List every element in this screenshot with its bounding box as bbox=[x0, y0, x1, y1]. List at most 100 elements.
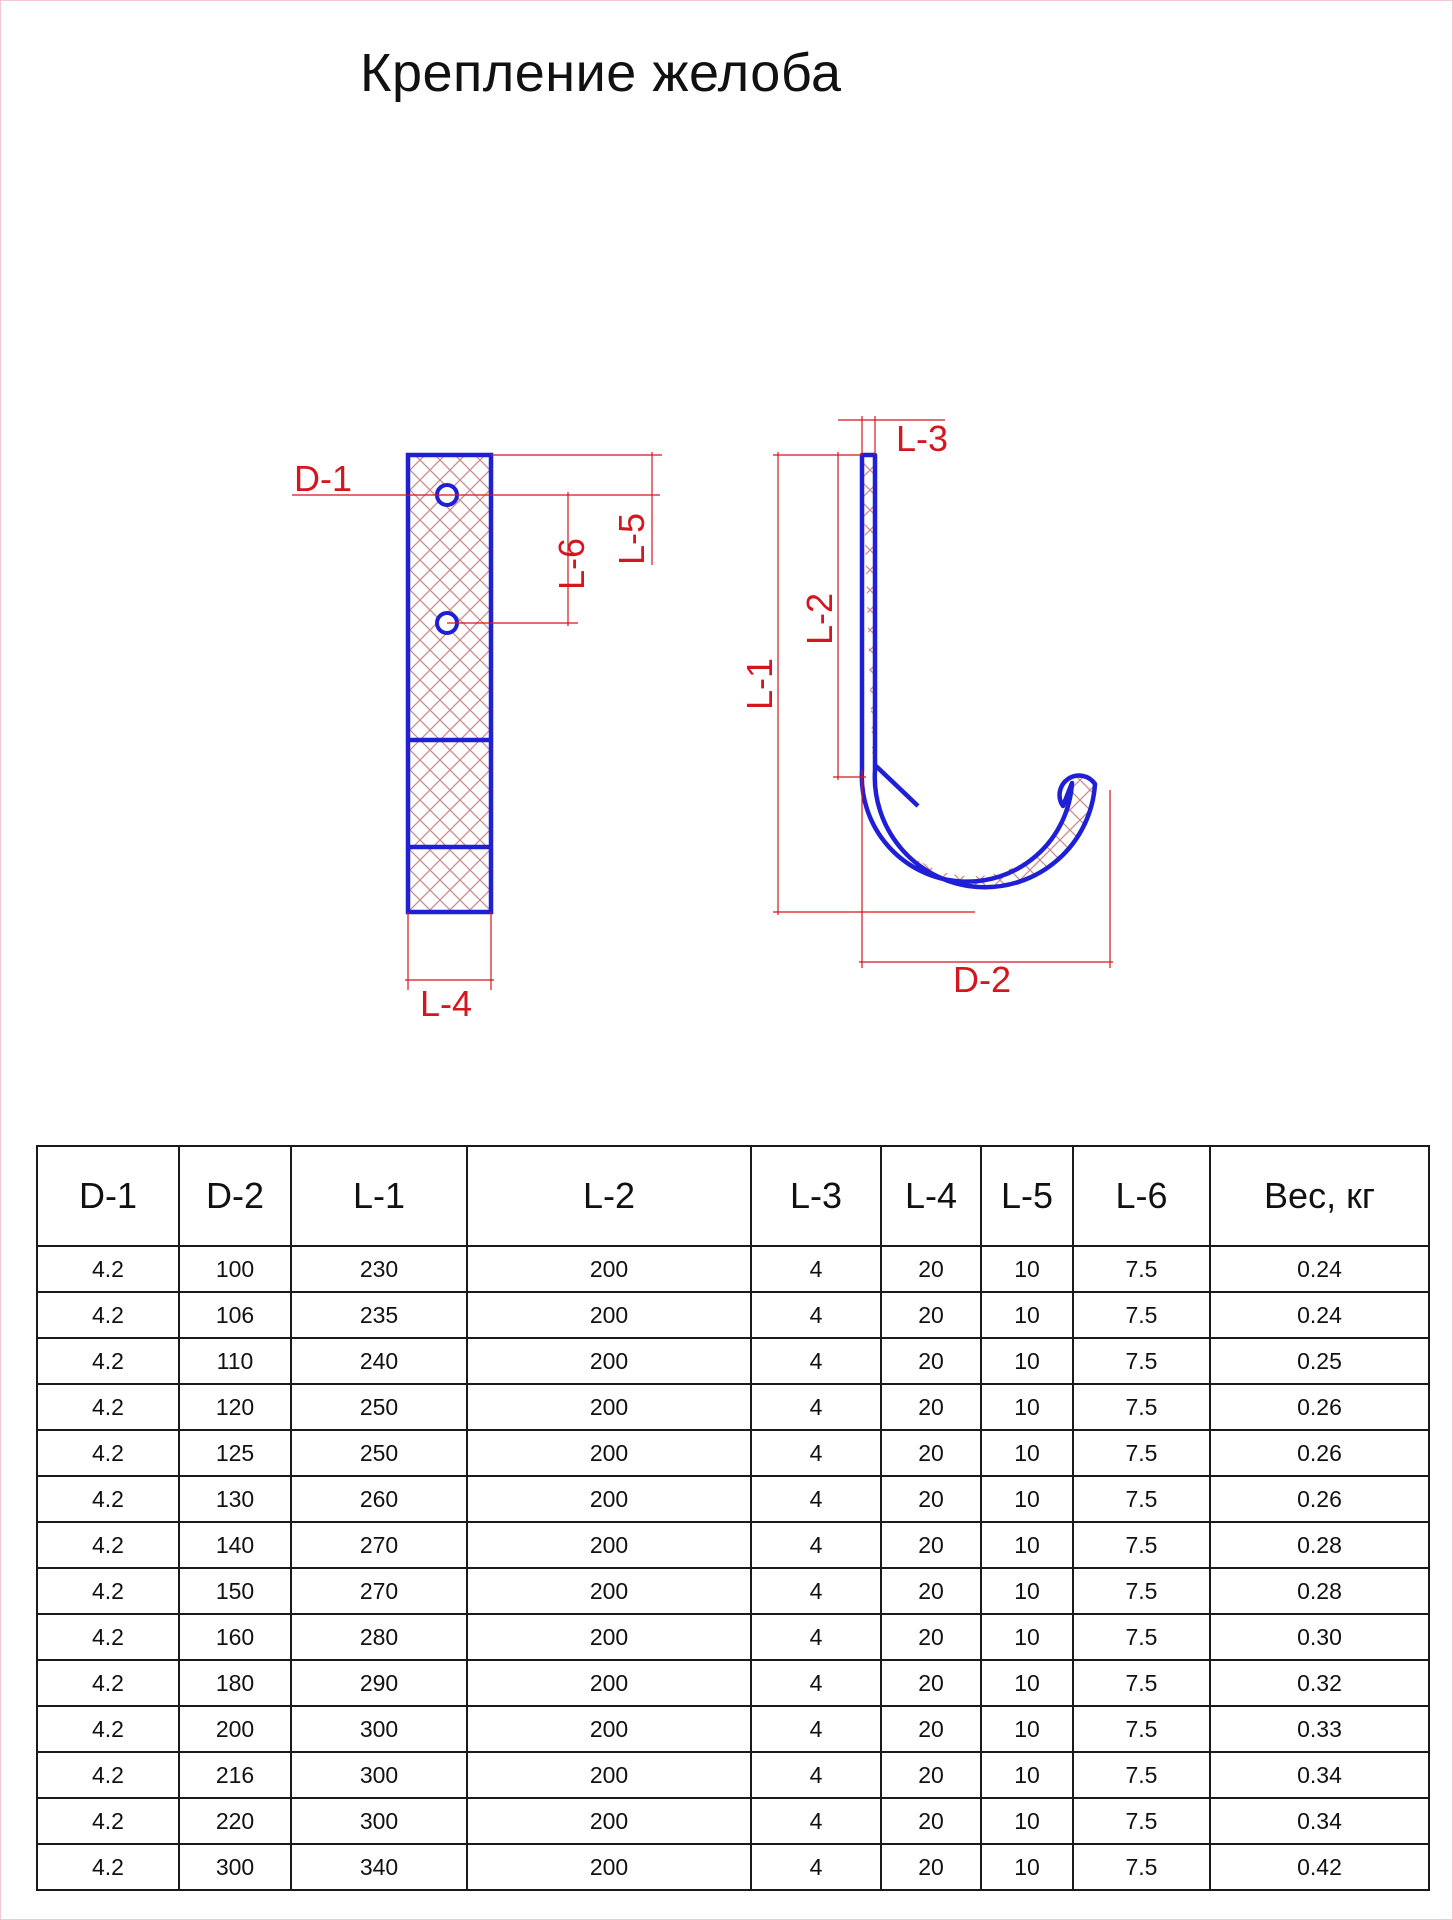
table-cell: 4 bbox=[750, 1613, 882, 1661]
table-cell: 4.2 bbox=[36, 1429, 180, 1477]
table-cell: 200 bbox=[466, 1383, 752, 1431]
table-cell: 0.26 bbox=[1209, 1475, 1430, 1523]
table-cell: 10 bbox=[980, 1429, 1074, 1477]
table-cell: 0.32 bbox=[1209, 1659, 1430, 1707]
table-cell: 4 bbox=[750, 1659, 882, 1707]
table-cell: 200 bbox=[466, 1751, 752, 1799]
table-cell: 300 bbox=[178, 1843, 292, 1891]
table-cell: 300 bbox=[290, 1705, 468, 1753]
table-cell: 0.42 bbox=[1209, 1843, 1430, 1891]
table-cell: 4.2 bbox=[36, 1659, 180, 1707]
table-cell: 160 bbox=[178, 1613, 292, 1661]
label-l4: L-4 bbox=[420, 983, 472, 1020]
table-cell: 290 bbox=[290, 1659, 468, 1707]
table-cell: 7.5 bbox=[1072, 1567, 1211, 1615]
table-cell: 4 bbox=[750, 1797, 882, 1845]
table-cell: 20 bbox=[880, 1751, 982, 1799]
table-cell: 4.2 bbox=[36, 1613, 180, 1661]
table-cell: 280 bbox=[290, 1613, 468, 1661]
table-cell: 7.5 bbox=[1072, 1475, 1211, 1523]
table-cell: 20 bbox=[880, 1383, 982, 1431]
table-cell: 0.34 bbox=[1209, 1751, 1430, 1799]
header-l3: L-3 bbox=[750, 1145, 882, 1247]
table-cell: 7.5 bbox=[1072, 1429, 1211, 1477]
table-cell: 4 bbox=[750, 1337, 882, 1385]
table-cell: 20 bbox=[880, 1475, 982, 1523]
table-cell: 20 bbox=[880, 1429, 982, 1477]
spec-table: D-1 D-2 L-1 L-2 L-3 L-4 L-5 L-6 Вес, кг … bbox=[36, 1145, 1430, 1891]
table-cell: 200 bbox=[466, 1567, 752, 1615]
table-cell: 7.5 bbox=[1072, 1291, 1211, 1339]
label-d2: D-2 bbox=[953, 959, 1011, 1000]
table-cell: 4.2 bbox=[36, 1797, 180, 1845]
table-cell: 10 bbox=[980, 1521, 1074, 1569]
table-cell: 7.5 bbox=[1072, 1659, 1211, 1707]
table-cell: 10 bbox=[980, 1843, 1074, 1891]
table-cell: 4 bbox=[750, 1429, 882, 1477]
technical-drawing: D-1 L-4 L-6 L-5 L-3 D-2 L-2 L-1 bbox=[292, 416, 1113, 1020]
table-cell: 4.2 bbox=[36, 1291, 180, 1339]
table-cell: 200 bbox=[466, 1705, 752, 1753]
table-cell: 200 bbox=[466, 1475, 752, 1523]
hook-profile-outline bbox=[859, 452, 1098, 890]
header-l4: L-4 bbox=[880, 1145, 982, 1247]
table-cell: 300 bbox=[290, 1751, 468, 1799]
table-cell: 100 bbox=[178, 1245, 292, 1293]
table-cell: 7.5 bbox=[1072, 1521, 1211, 1569]
table-cell: 130 bbox=[178, 1475, 292, 1523]
header-l6: L-6 bbox=[1072, 1145, 1211, 1247]
label-l3: L-3 bbox=[896, 418, 948, 459]
table-cell: 10 bbox=[980, 1797, 1074, 1845]
table-cell: 4.2 bbox=[36, 1337, 180, 1385]
table-cell: 125 bbox=[178, 1429, 292, 1477]
label-l6: L-6 bbox=[551, 538, 592, 590]
header-d1: D-1 bbox=[36, 1145, 180, 1247]
table-cell: 200 bbox=[466, 1659, 752, 1707]
table-cell: 200 bbox=[178, 1705, 292, 1753]
table-cell: 4.2 bbox=[36, 1521, 180, 1569]
table-cell: 260 bbox=[290, 1475, 468, 1523]
table-cell: 200 bbox=[466, 1613, 752, 1661]
table-cell: 4 bbox=[750, 1751, 882, 1799]
table-cell: 20 bbox=[880, 1797, 982, 1845]
table-cell: 10 bbox=[980, 1751, 1074, 1799]
table-cell: 4 bbox=[750, 1521, 882, 1569]
table-cell: 0.28 bbox=[1209, 1521, 1430, 1569]
table-cell: 7.5 bbox=[1072, 1751, 1211, 1799]
table-cell: 0.26 bbox=[1209, 1383, 1430, 1431]
table-cell: 10 bbox=[980, 1291, 1074, 1339]
table-cell: 4 bbox=[750, 1475, 882, 1523]
table-cell: 10 bbox=[980, 1705, 1074, 1753]
table-cell: 0.24 bbox=[1209, 1291, 1430, 1339]
table-cell: 106 bbox=[178, 1291, 292, 1339]
table-cell: 120 bbox=[178, 1383, 292, 1431]
table-header-row: D-1 D-2 L-1 L-2 L-3 L-4 L-5 L-6 Вес, кг bbox=[36, 1145, 1430, 1247]
bracket-front-view bbox=[405, 452, 494, 915]
hook-stiffener bbox=[874, 764, 920, 808]
table-cell: 4.2 bbox=[36, 1383, 180, 1431]
table-cell: 200 bbox=[466, 1291, 752, 1339]
table-cell: 200 bbox=[466, 1429, 752, 1477]
label-l2: L-2 bbox=[799, 593, 840, 645]
header-l2: L-2 bbox=[466, 1145, 752, 1247]
table-cell: 0.24 bbox=[1209, 1245, 1430, 1293]
table-cell: 20 bbox=[880, 1291, 982, 1339]
label-d1: D-1 bbox=[294, 458, 352, 499]
bracket-strip-fill bbox=[408, 455, 491, 912]
table-cell: 216 bbox=[178, 1751, 292, 1799]
table-cell: 0.33 bbox=[1209, 1705, 1430, 1753]
table-cell: 20 bbox=[880, 1245, 982, 1293]
table-cell: 10 bbox=[980, 1613, 1074, 1661]
table-cell: 200 bbox=[466, 1521, 752, 1569]
